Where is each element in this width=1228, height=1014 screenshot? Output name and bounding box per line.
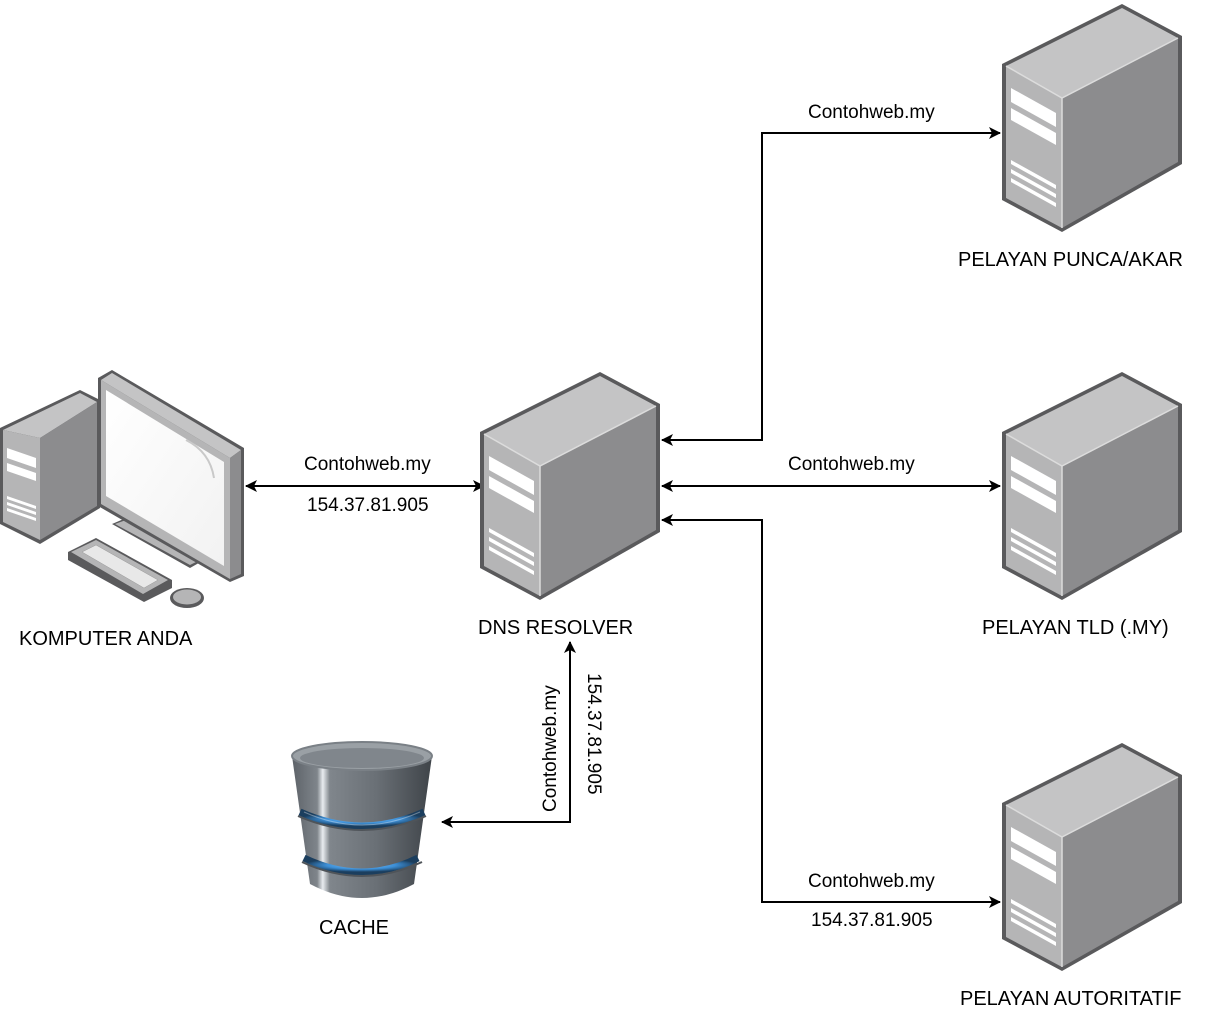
node-label-computer: KOMPUTER ANDA (19, 628, 193, 650)
server-tower-icon (1001, 3, 1183, 233)
node-label-cache: CACHE (319, 917, 390, 939)
edge-label-query: Contohweb.my (540, 685, 561, 812)
database-icon (291, 741, 433, 898)
edge-label-query: Contohweb.my (788, 454, 915, 475)
edge-label-query: Contohweb.my (808, 871, 935, 892)
edge-resolver-cache (441, 641, 576, 828)
edge-resolver-authoritative (661, 514, 1001, 908)
node-label-resolver: DNS RESOLVER (478, 617, 634, 639)
server-tower-icon (479, 371, 661, 601)
edge-label-answer: 154.37.81.905 (811, 910, 933, 931)
desktop-computer-icon (0, 370, 244, 608)
server-tower-icon (1001, 742, 1183, 972)
edge-label-answer: 154.37.81.905 (307, 495, 429, 516)
edge-label-query: Contohweb.my (304, 454, 431, 475)
edge-line (661, 127, 1001, 446)
node-label-tld: PELAYAN TLD (.MY) (982, 617, 1169, 639)
node-label-root: PELAYAN PUNCA/AKAR (958, 249, 1183, 271)
node-label-authoritative: PELAYAN AUTORITATIF (960, 988, 1182, 1010)
edge-resolver-root (661, 127, 1001, 446)
edge-line (661, 514, 1001, 908)
edge-label-query: Contohweb.my (808, 102, 935, 123)
edge-line (441, 641, 576, 828)
server-tower-icon (1001, 371, 1183, 601)
edge-label-answer: 154.37.81.905 (583, 673, 604, 795)
